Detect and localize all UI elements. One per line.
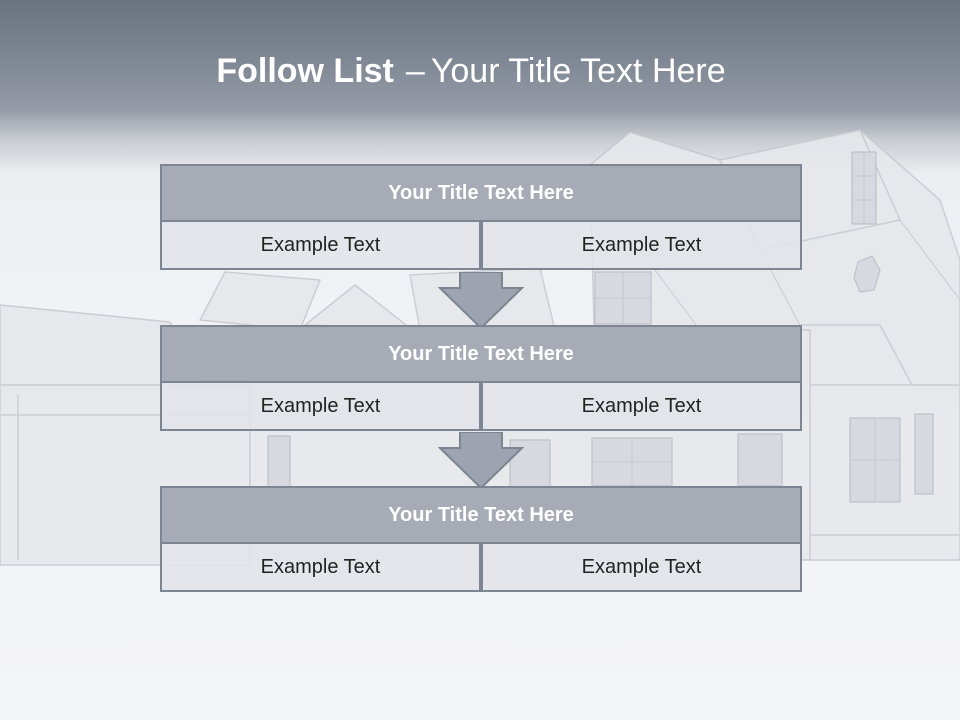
step-title-1: Your Title Text Here [160, 164, 802, 222]
slide-title: Follow List–Your Title Text Here [0, 52, 942, 91]
step-title-2: Your Title Text Here [160, 325, 802, 383]
step-2-right-cell: Example Text [481, 381, 802, 431]
slide-title-dash: – [405, 52, 425, 90]
slide-title-bold: Follow List [216, 52, 394, 90]
step-3-right-cell: Example Text [481, 542, 802, 592]
down-arrow-1 [438, 272, 524, 330]
step-1-left-cell: Example Text [160, 220, 481, 270]
slide-title-rest: Your Title Text Here [430, 52, 726, 90]
down-arrow-2 [438, 432, 524, 490]
step-1-right-cell: Example Text [481, 220, 802, 270]
step-3-left-cell: Example Text [160, 542, 481, 592]
step-2-left-cell: Example Text [160, 381, 481, 431]
step-title-3: Your Title Text Here [160, 486, 802, 544]
